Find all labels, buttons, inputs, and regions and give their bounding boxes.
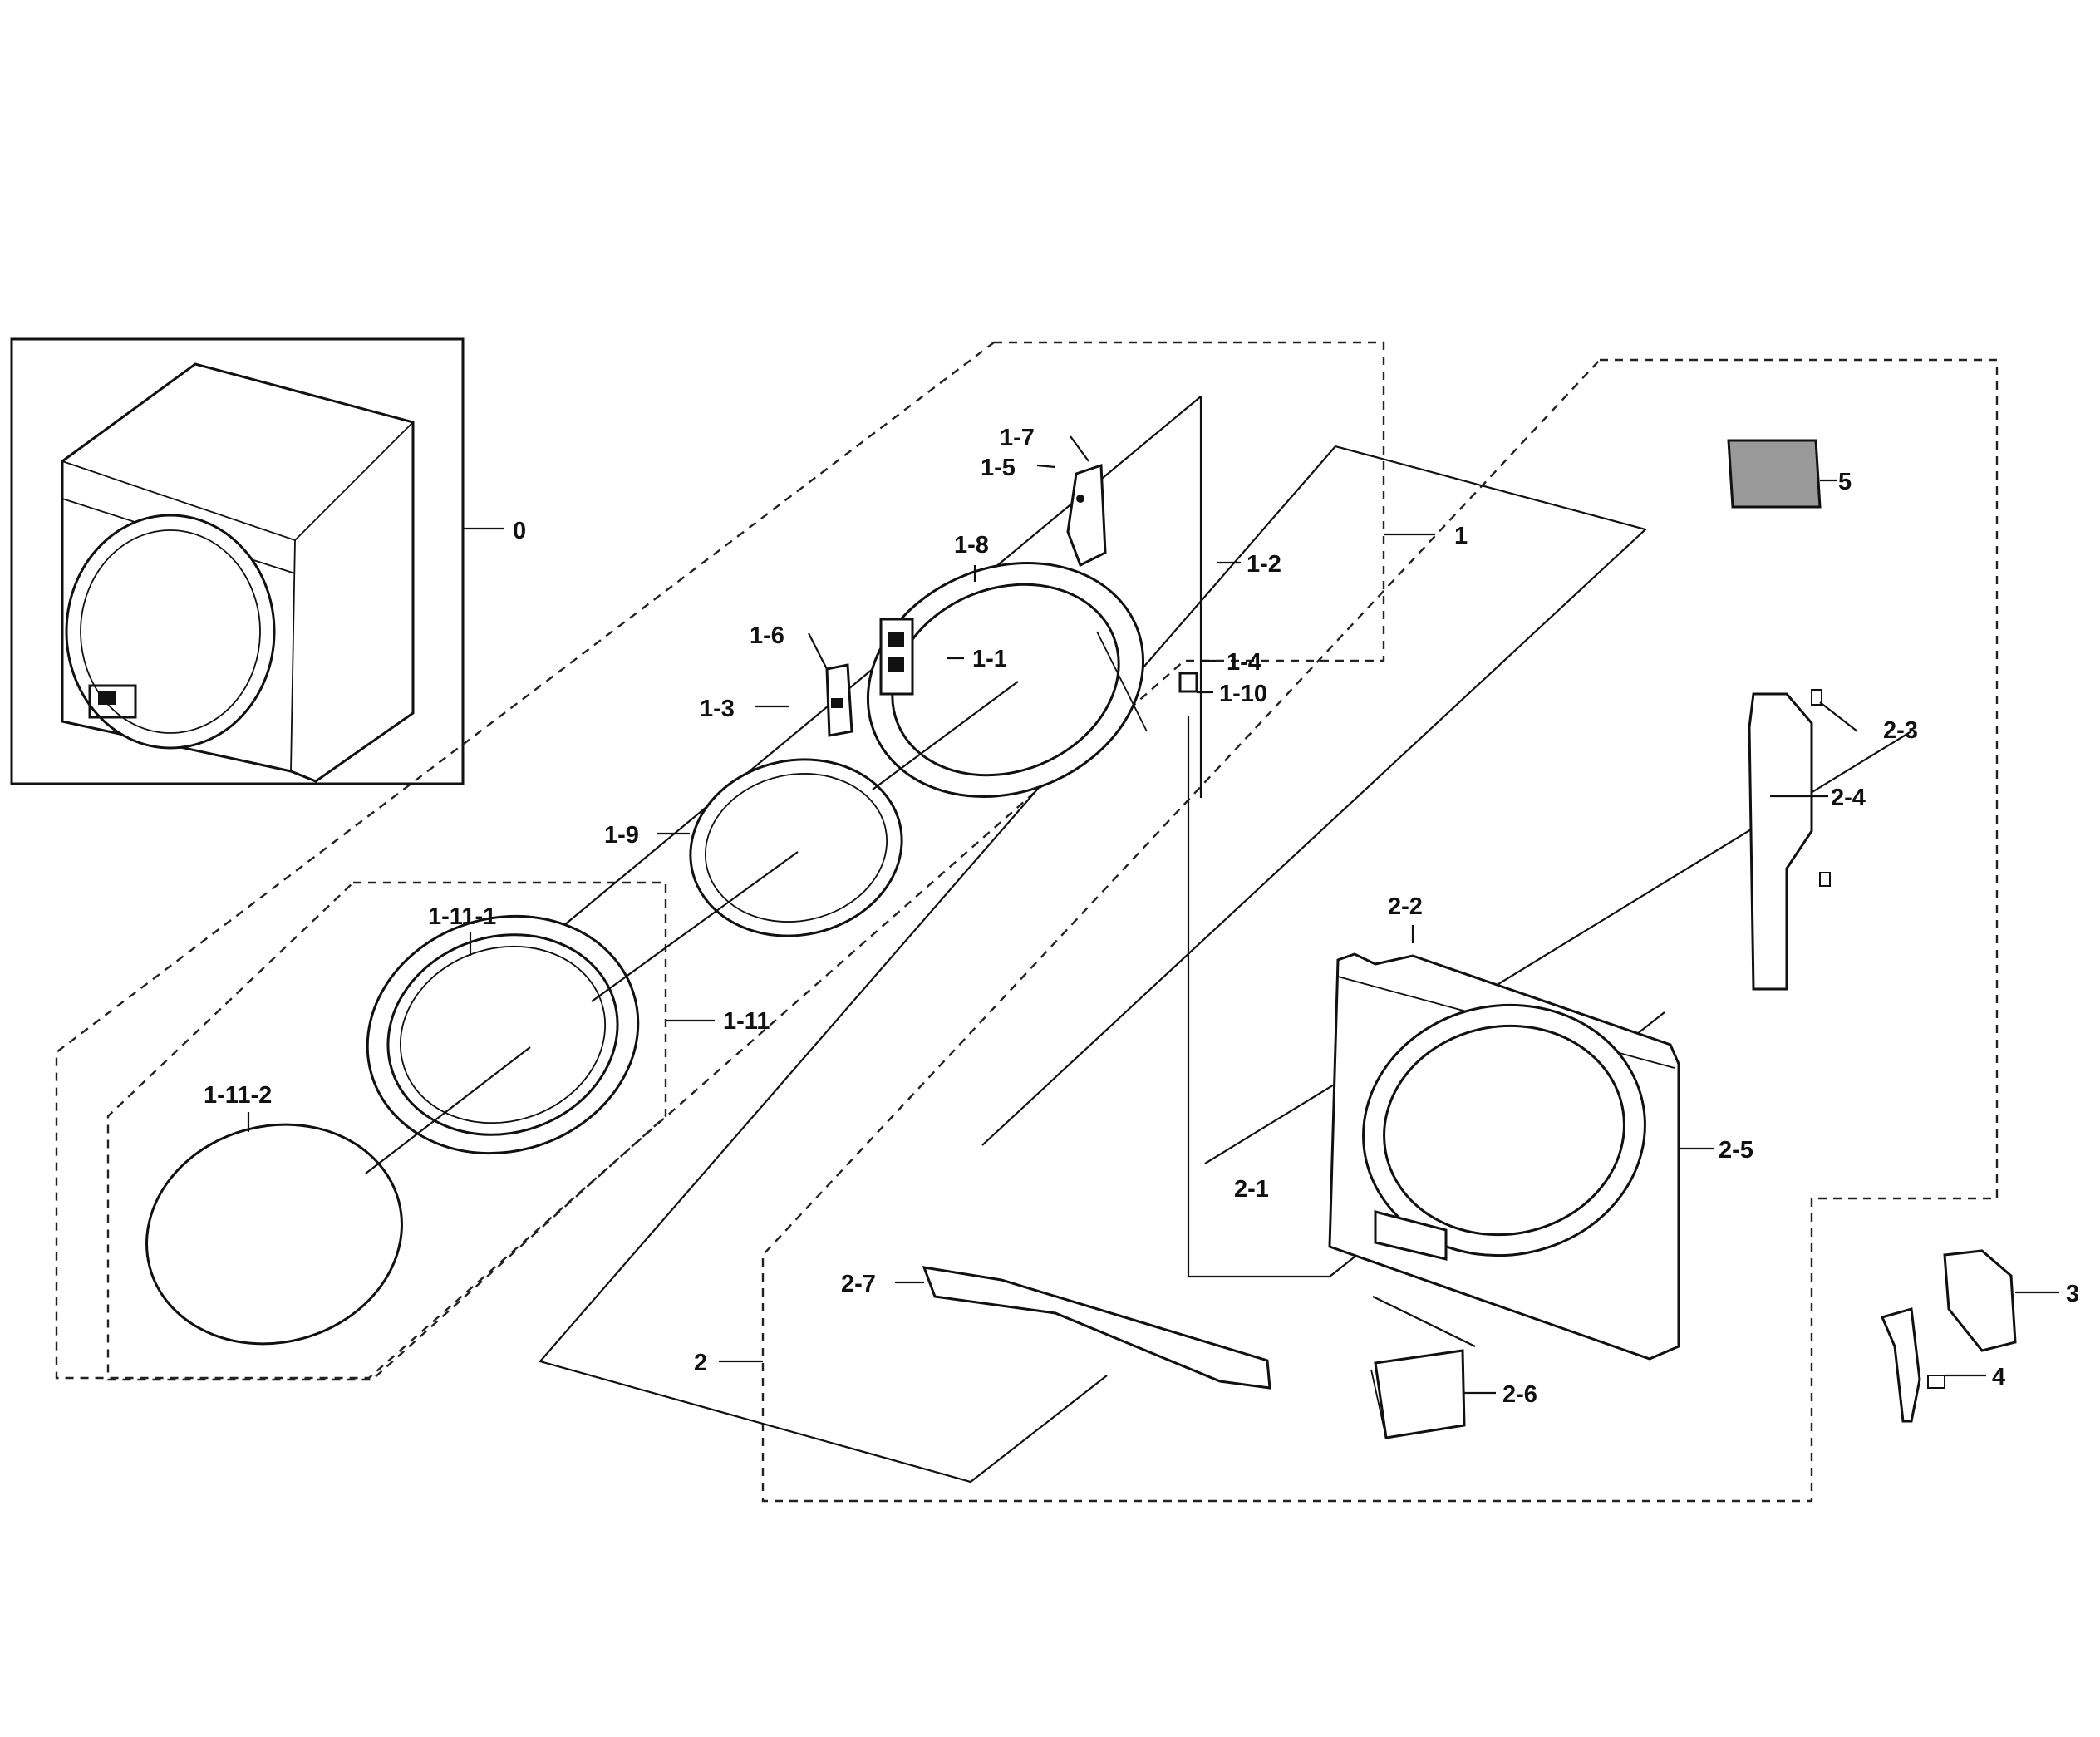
label-1-5: 1-5 (981, 455, 1016, 481)
label-2: 2 (694, 1350, 707, 1376)
label-1-9: 1-9 (604, 822, 639, 849)
bracket-3 (1943, 1249, 2017, 1352)
door-latch (1066, 463, 1107, 568)
door-frame-ring (866, 562, 1148, 798)
label-2-2: 2-2 (1388, 893, 1423, 920)
group-2-boundary (761, 358, 1999, 1503)
group-1-11-boundary (106, 881, 667, 1381)
label-2-3: 2-3 (1883, 717, 1918, 744)
door-glass-outer (145, 1123, 403, 1346)
label-1-11-1: 1-11-1 (428, 903, 496, 930)
label-2-6: 2-6 (1502, 1381, 1537, 1408)
callout-labels: 0 1 1-1 1-2 1-3 1-4 1-5 1-6 1-7 1-8 1-9 … (204, 425, 2079, 1408)
label-1-11-2: 1-11-2 (204, 1082, 272, 1109)
control-panel-trim (922, 1266, 1271, 1390)
dryer-overview-inset (10, 337, 465, 785)
label-1-7: 1-7 (1000, 425, 1035, 451)
label-1-11: 1-11 (723, 1008, 770, 1035)
door-glass-inner (689, 758, 903, 937)
label-5: 5 (1838, 469, 1852, 495)
door-hinge (825, 663, 853, 737)
label-1-2: 1-2 (1247, 551, 1281, 578)
group-2-assembly-box (539, 445, 1912, 1484)
label-2-1: 2-1 (1234, 1176, 1269, 1203)
label-1-1: 1-1 (972, 646, 1007, 672)
label-1-6: 1-6 (750, 622, 784, 649)
label-0: 0 (513, 518, 526, 544)
door-cover-ring (366, 914, 640, 1155)
label-1: 1 (1454, 523, 1468, 549)
door-switch (1178, 672, 1198, 693)
label-1-8: 1-8 (954, 532, 989, 558)
bracket-4 (1880, 1307, 1945, 1423)
side-bracket (1748, 689, 1831, 991)
label-2-5: 2-5 (1719, 1137, 1753, 1164)
filter-duct (1370, 1349, 1466, 1439)
front-panel (1328, 952, 1680, 1361)
label-1-10: 1-10 (1219, 681, 1267, 707)
label-3: 3 (2066, 1281, 2079, 1307)
label-2-4: 2-4 (1831, 785, 1866, 811)
leader-lines (247, 435, 2059, 1395)
label-1-3: 1-3 (700, 696, 735, 722)
group-1-boundary (55, 341, 1385, 1380)
label-1-4: 1-4 (1227, 649, 1261, 676)
label-2-7: 2-7 (841, 1271, 876, 1297)
label-4: 4 (1992, 1364, 2005, 1390)
filter-pad (1727, 439, 1822, 509)
